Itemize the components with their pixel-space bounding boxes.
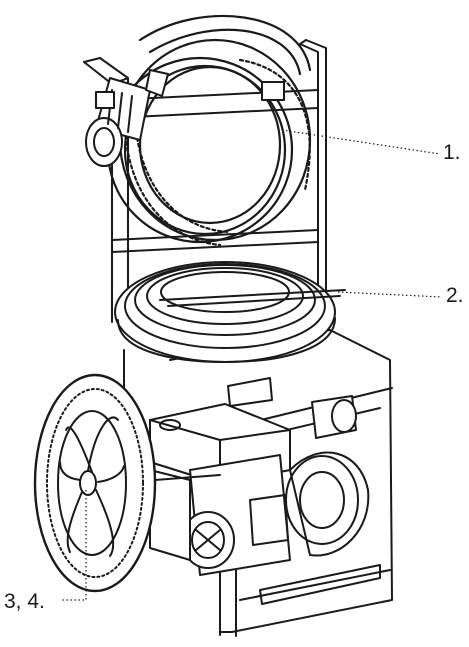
callout-label-2: 2. (446, 284, 464, 307)
leader-line-1 (281, 129, 441, 155)
pump-body (227, 377, 370, 557)
engine (149, 403, 291, 576)
wheel (33, 373, 221, 593)
hose-clamps (95, 81, 285, 109)
callout-label-1: 1. (443, 141, 461, 164)
leader-line-2 (337, 291, 443, 298)
callout-label-3-4: 3, 4. (4, 590, 45, 613)
leader-line-3-4 (62, 490, 87, 601)
discharge-hose (114, 261, 346, 363)
leader-lines (62, 129, 443, 601)
